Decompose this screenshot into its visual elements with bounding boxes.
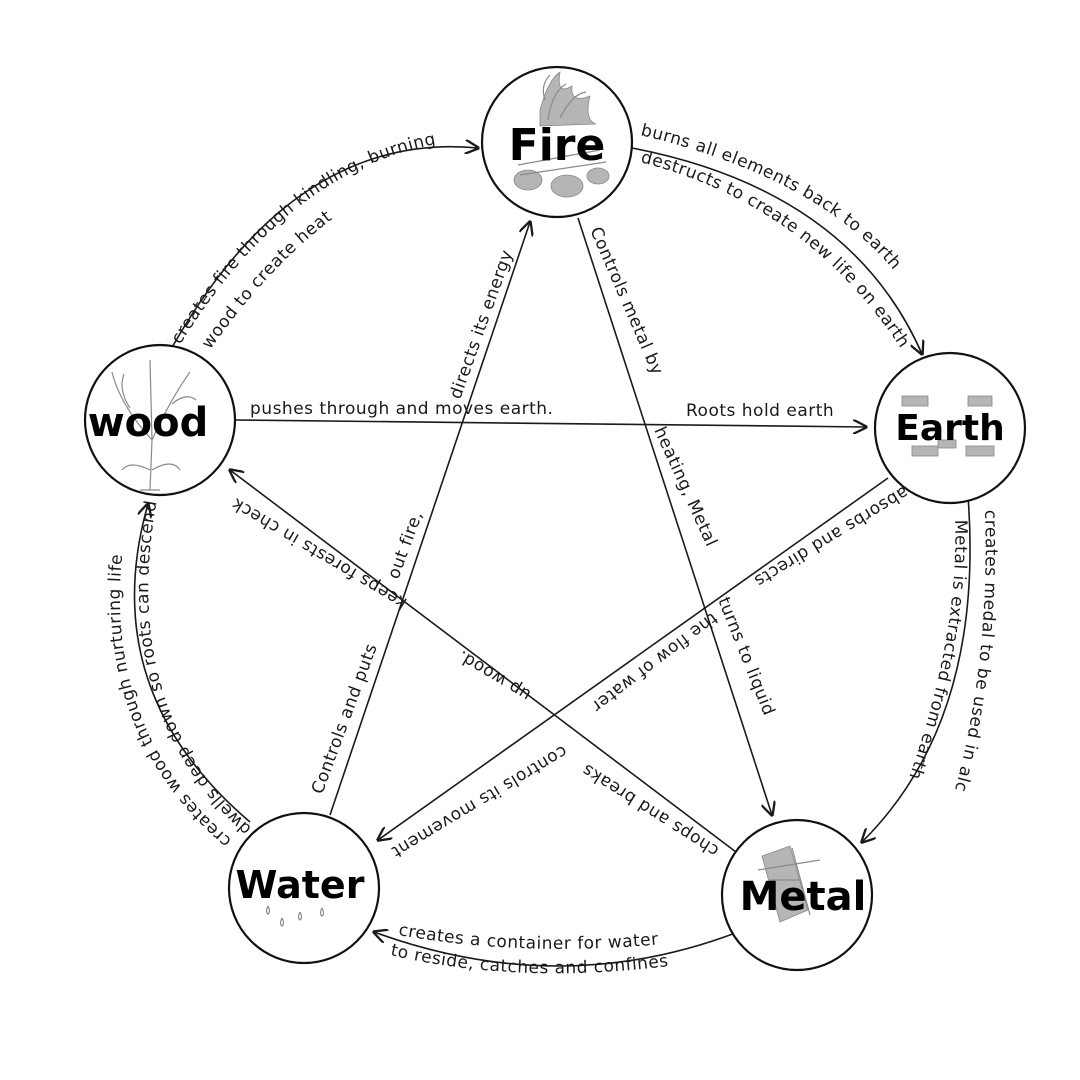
node-water: Water [227, 811, 381, 965]
node-wood: wood [83, 343, 237, 497]
arrow-water-to-fire [329, 222, 530, 816]
earth-label: Earth [895, 408, 1004, 449]
metal-wood-text-2: up wood. [454, 646, 535, 705]
earth-water-text-3: controls its movement [388, 741, 571, 862]
soil-icon [901, 395, 995, 457]
arrow-wood-to-earth [235, 419, 866, 427]
water-wood-text-2: dwells deep down so roots can descend [133, 499, 255, 839]
earth-water-text-2: the flow of water [587, 608, 721, 716]
water-label: Water [236, 863, 365, 907]
water-fire-text-3: Controls and puts [308, 641, 382, 797]
arrow-earth-to-metal [862, 495, 971, 842]
arrow-fire-to-earth [631, 147, 922, 354]
wood-earth-text-2: Roots hold earth [686, 401, 834, 421]
fire-metal-text-3: turns to liquid [713, 594, 778, 718]
flame-icon [513, 71, 610, 198]
arrow-metal-to-wood [230, 470, 737, 853]
metal-water-text-1: creates a container for water [397, 920, 659, 954]
wood-earth-text-1: pushes through and moves earth. [250, 399, 553, 419]
arrow-water-to-wood [133, 504, 251, 823]
tree-icon [111, 359, 197, 491]
node-earth: Earth [873, 351, 1027, 505]
earth-water-text-1: absorbs and directs [750, 482, 912, 591]
fire-label: Fire [509, 120, 606, 171]
metal-wood-text-1: keeps forests in check [228, 493, 410, 613]
arrow-fire-to-metal [577, 217, 772, 815]
fire-metal-text-2: heating, Metal [649, 424, 721, 550]
arrow-metal-to-water [374, 932, 739, 967]
earth-circle [873, 351, 1027, 505]
fire-metal-text-1: Controls metal by [585, 224, 667, 378]
water-circle [227, 811, 381, 965]
arrow-wood-to-fire [164, 147, 478, 361]
metal-wood-text-3: chops and breaks [578, 759, 722, 860]
fire-earth-text-1: burns all elements back to earth [639, 120, 905, 273]
node-fire: Fire [480, 65, 634, 219]
water-drops-icon [265, 905, 325, 927]
metal-label: Metal [740, 874, 867, 920]
arrow-earth-to-water [378, 477, 889, 840]
wood-label: wood [88, 400, 209, 446]
metal-ingot-icon [757, 845, 821, 923]
node-metal: Metal [720, 818, 874, 972]
water-fire-text-1: directs its energy [446, 247, 518, 401]
